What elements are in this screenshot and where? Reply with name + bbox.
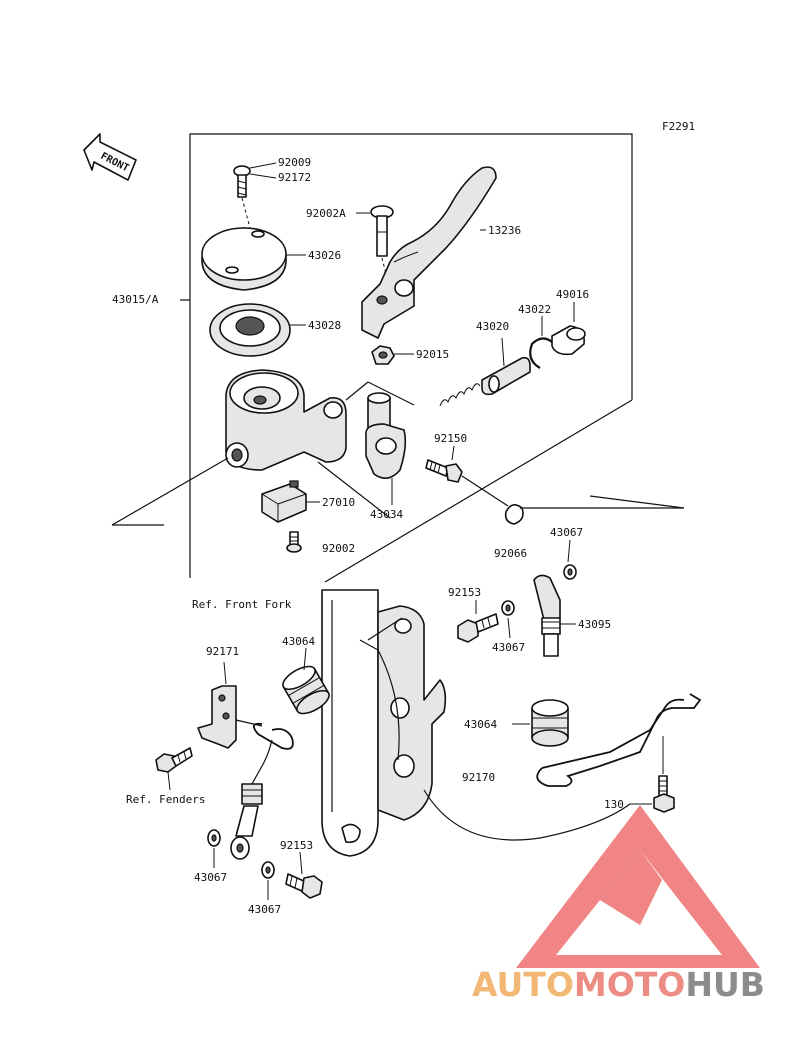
bracket-part xyxy=(197,661,237,749)
label-43064-left: 43064 xyxy=(282,635,315,648)
label-92009: 92009 xyxy=(278,156,311,169)
label-43064-right: 43064 xyxy=(464,718,497,731)
svg-text:AUTOMOTOHUB: AUTOMOTOHUB xyxy=(472,965,765,1004)
triangle-logo-icon xyxy=(516,805,760,968)
clamp-part xyxy=(365,392,407,505)
bolt-130-part xyxy=(630,736,675,813)
label-13236: 13236 xyxy=(488,224,521,237)
label-92015: 92015 xyxy=(416,348,449,361)
right-boundary-lines xyxy=(520,495,685,509)
circlip-part xyxy=(529,316,553,369)
label-92170: 92170 xyxy=(462,771,495,784)
label-92172: 92172 xyxy=(278,171,311,184)
figure-code: F2291 xyxy=(662,120,695,133)
boot-part xyxy=(551,302,586,356)
assembly-boundary xyxy=(180,133,633,583)
washer-hole xyxy=(567,568,573,576)
label-43020: 43020 xyxy=(476,320,509,333)
label-92171: 92171 xyxy=(206,645,239,658)
ref-fenders-label: Ref. Fenders xyxy=(126,793,205,806)
reservoir-cap-part xyxy=(201,227,306,291)
label-43067-d: 43067 xyxy=(248,903,281,916)
label-43067-top: 43067 xyxy=(550,526,583,539)
hose-lower-fitting-part xyxy=(230,739,273,860)
label-92153-top: 92153 xyxy=(448,586,481,599)
piston-part xyxy=(439,337,531,407)
label-43022: 43022 xyxy=(518,303,551,316)
label-92002A: 92002A xyxy=(306,207,346,220)
hose-clip-part xyxy=(235,719,294,750)
ref-front-fork-label: Ref. Front Fork xyxy=(192,598,292,611)
watermark-part-hub: HUB xyxy=(685,965,765,1004)
label-130: 130 xyxy=(604,798,624,811)
label-92153-lower: 92153 xyxy=(280,839,313,852)
hose-guide-part xyxy=(423,693,702,841)
diaphragm-part xyxy=(209,303,306,357)
label-92002: 92002 xyxy=(322,542,355,555)
label-43095: 43095 xyxy=(578,618,611,631)
screw-92002-part xyxy=(286,531,302,553)
label-43034: 43034 xyxy=(370,508,403,521)
brake-switch-part xyxy=(261,480,320,523)
label-43067-b: 43067 xyxy=(492,641,525,654)
cap-part xyxy=(504,504,524,525)
nut-92015-part xyxy=(371,345,414,365)
watermark-part-auto: AUTO xyxy=(472,965,574,1004)
cap-screw-part xyxy=(233,162,277,229)
label-49016: 49016 xyxy=(556,288,589,301)
label-43028: 43028 xyxy=(308,319,341,332)
grommet-left-part xyxy=(282,647,330,715)
pivot-bolt-part xyxy=(356,205,394,283)
label-43015A: 43015/A xyxy=(112,293,159,306)
washer-c-part xyxy=(207,829,221,868)
fender-bolt-part xyxy=(155,747,193,791)
washer-b-part xyxy=(501,600,515,639)
label-43026: 43026 xyxy=(308,249,341,262)
automotohub-watermark-logo: AUTOMOTOHUB xyxy=(472,805,765,1004)
banjo-bolt-top-part xyxy=(457,600,499,643)
front-fork-part xyxy=(321,589,447,857)
bolt-92150-part xyxy=(425,445,509,507)
watermark-part-moto: MOTO xyxy=(574,965,685,1004)
label-43067-c: 43067 xyxy=(194,871,227,884)
grommet-right-part xyxy=(512,699,569,747)
banjo-bolt-lower-part xyxy=(285,851,323,899)
washer-d-part xyxy=(261,861,275,900)
front-arrow-icon: FRONT xyxy=(83,133,137,181)
label-92150: 92150 xyxy=(434,432,467,445)
label-27010: 27010 xyxy=(322,496,355,509)
brake-lever-part xyxy=(361,166,497,339)
label-92066: 92066 xyxy=(494,547,527,560)
brake-hose-part xyxy=(533,574,576,657)
master-cylinder-body-part xyxy=(225,369,347,471)
leader-lines xyxy=(111,381,415,526)
